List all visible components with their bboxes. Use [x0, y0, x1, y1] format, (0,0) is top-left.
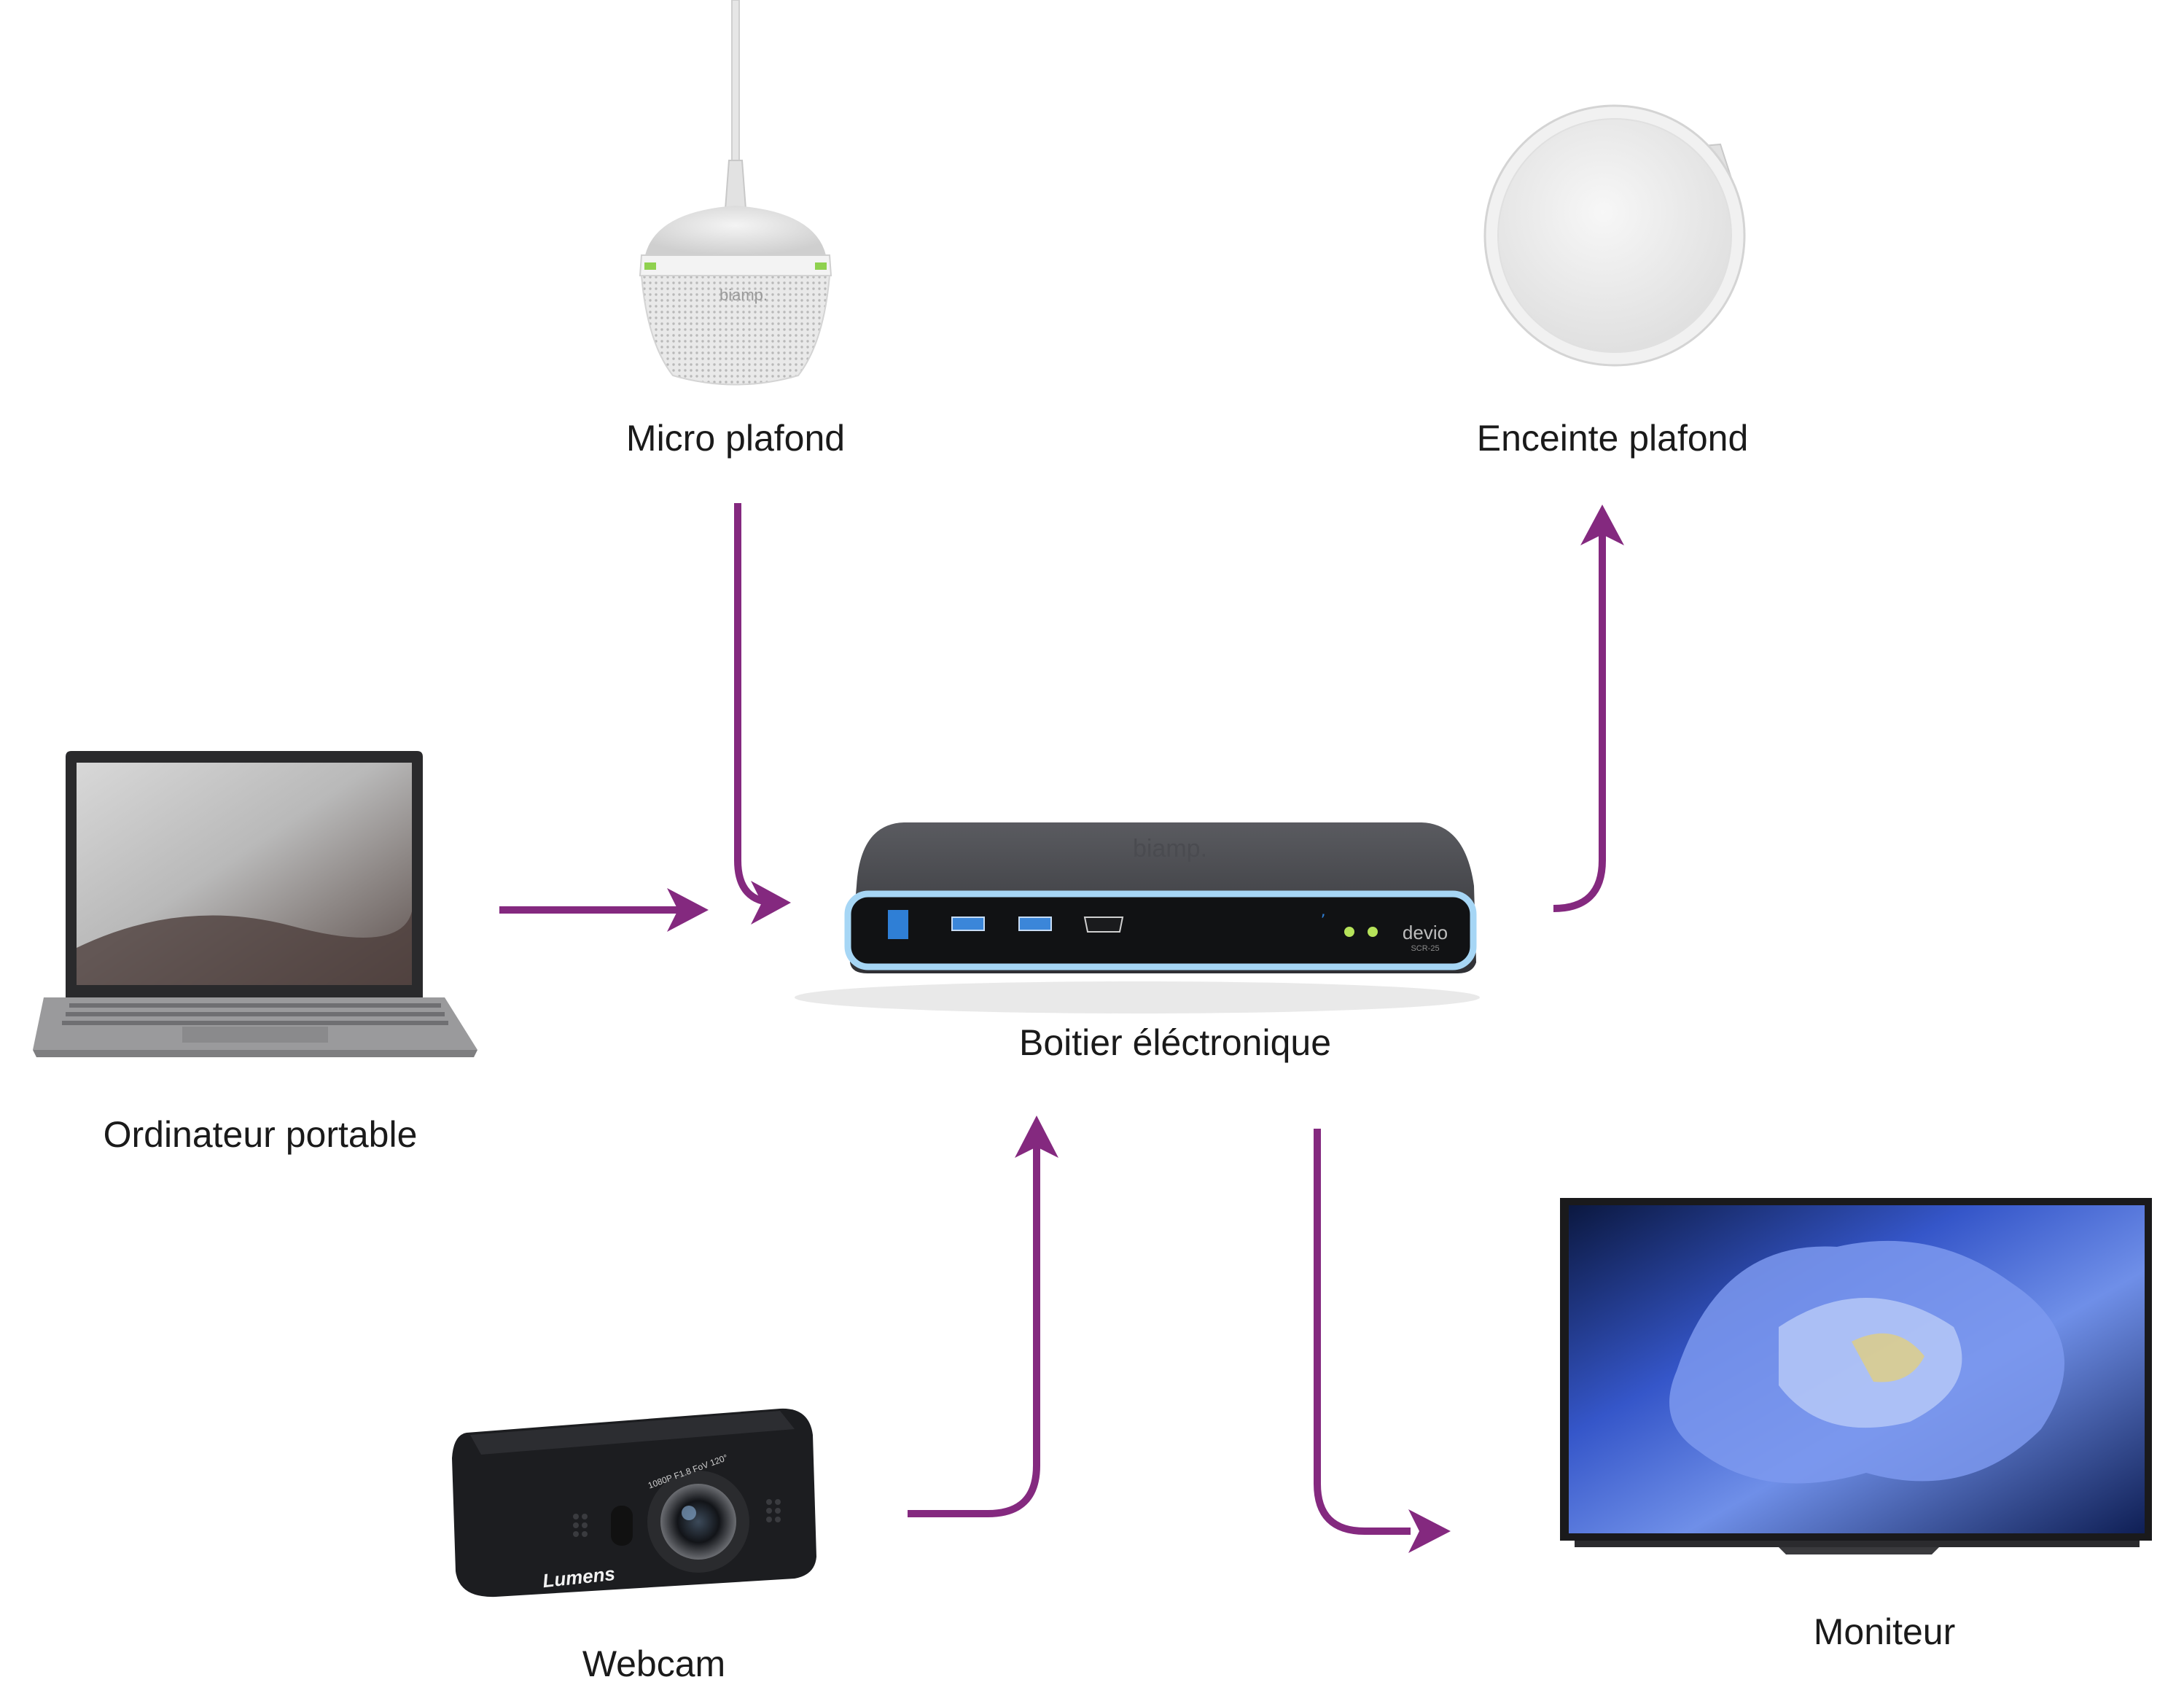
speaker-label: Enceinte plafond [1476, 418, 1749, 459]
monitor-label: Moniteur [1813, 1611, 1956, 1652]
arrowhead-webcam-to-hub [1015, 1116, 1058, 1158]
hub-model: devio [1403, 922, 1448, 943]
hub-model-code: SCR-25 [1411, 944, 1439, 953]
hub-label: Boitier éléctronique [1018, 1022, 1332, 1063]
arrow-hub-to-speaker [1553, 525, 1606, 912]
microphone-brand: biamp. [719, 286, 768, 304]
webcam-label: Webcam [582, 1643, 726, 1684]
microphone-label: Micro plafond [625, 418, 846, 459]
arrowhead-hub-to-speaker [1580, 505, 1624, 545]
laptop-icon [33, 751, 477, 1057]
electronic-hub-icon: biamp. ’ devio SCR-25 [795, 822, 1480, 1013]
arrowheads-layer [667, 505, 1624, 1553]
ceiling-speaker-icon [1483, 104, 1746, 367]
arrow-microphone-to-hub [734, 503, 779, 906]
ceiling-microphone-icon: biamp. [639, 0, 832, 386]
laptop-label: Ordinateur portable [103, 1114, 418, 1155]
arrowhead-hub-to-monitor [1408, 1509, 1451, 1553]
hub-brand: biamp. [1133, 835, 1207, 863]
arrowhead-laptop-to-hub [667, 888, 709, 932]
arrow-webcam-to-hub [908, 1145, 1040, 1517]
arrows-layer [499, 503, 1606, 1535]
svg-text:’: ’ [1321, 912, 1326, 930]
arrowhead-microphone-to-hub [751, 881, 791, 925]
monitor-tv-icon [1560, 1198, 2152, 1554]
arrow-hub-to-monitor [1314, 1129, 1411, 1535]
webcam-icon: 1080P F1.8 FoV 120° Lumens [452, 1408, 816, 1598]
